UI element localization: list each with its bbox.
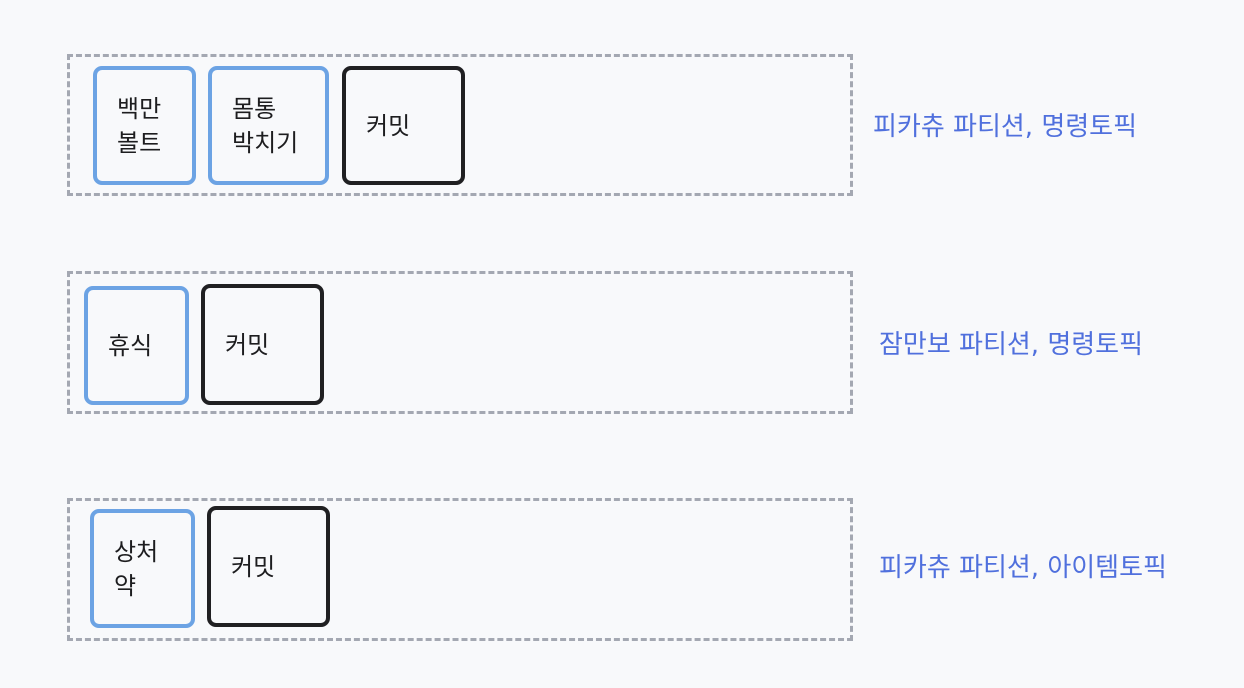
partition-label-3: 피카츄 파티션, 아이템토픽 — [879, 553, 1167, 583]
commit-card-3: 커밋 — [207, 506, 330, 627]
message-card-1-1: 백만 볼트 — [93, 66, 196, 185]
partition-box-1 — [67, 54, 853, 196]
partition-box-2 — [67, 271, 853, 414]
message-card-3-1: 상처 약 — [90, 509, 195, 628]
partition-box-3 — [67, 498, 853, 641]
commit-card-2: 커밋 — [201, 284, 324, 405]
partition-label-2: 잠만보 파티션, 명령토픽 — [879, 330, 1143, 360]
message-card-1-2: 몸통 박치기 — [208, 66, 329, 185]
partition-label-1: 피카츄 파티션, 명령토픽 — [873, 112, 1137, 142]
commit-card-1: 커밋 — [342, 66, 465, 185]
message-card-2-1: 휴식 — [84, 286, 189, 405]
